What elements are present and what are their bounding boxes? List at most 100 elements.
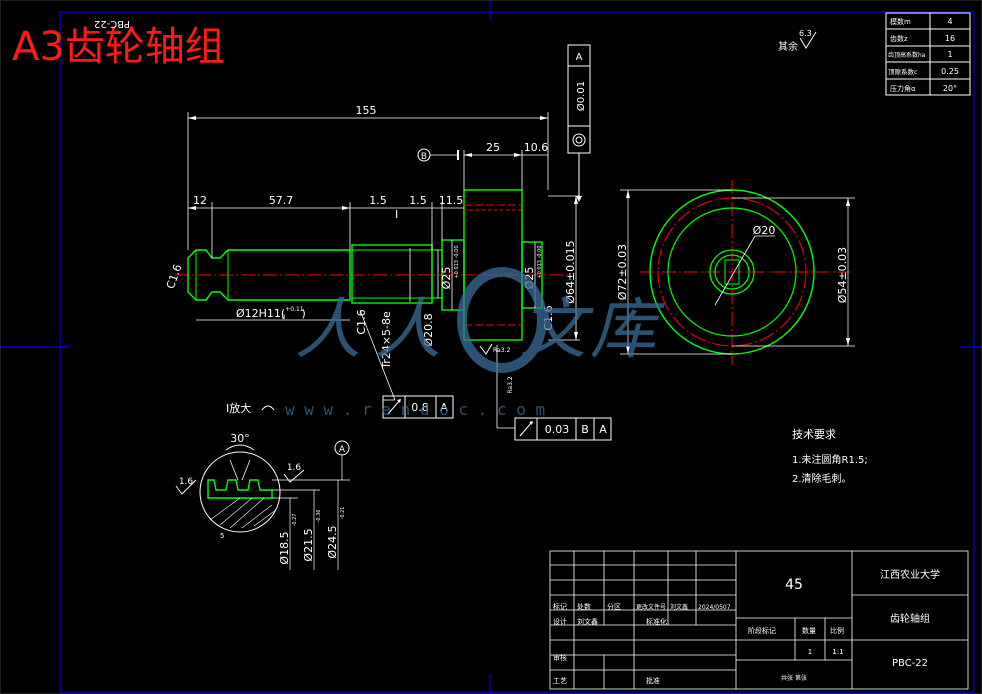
shaft-left-segment bbox=[187, 249, 351, 301]
gear-root-circle bbox=[667, 207, 797, 337]
param-value: 0.25 bbox=[941, 67, 959, 76]
dim-d72: Ø72±0.03 bbox=[616, 244, 629, 300]
dim-25: 25 bbox=[486, 141, 500, 154]
dimension-arrows bbox=[188, 116, 578, 340]
param-label: 压力角α bbox=[890, 84, 916, 93]
datum-tolerance: Ø0.01 bbox=[575, 81, 587, 111]
gdt2-datum-1: B bbox=[581, 423, 589, 436]
title-block bbox=[549, 550, 969, 690]
detail-roughness-b: 1.6 bbox=[287, 463, 302, 473]
dim-d21-5: Ø21.5 bbox=[302, 528, 315, 561]
dim-d64: Ø64±0.015 bbox=[564, 240, 577, 303]
tb-label: 分区 bbox=[607, 602, 621, 611]
watermark: 人 人 文 库 w w w . r e n d o c . c o m bbox=[285, 267, 666, 419]
detail-small-5: 5 bbox=[220, 532, 224, 540]
param-label: 齿顶高系数ha bbox=[888, 51, 926, 59]
tb-design: 设计 bbox=[553, 617, 567, 626]
surface-roughness-note: 其余 6.3 bbox=[778, 29, 817, 53]
section-label-I: I bbox=[395, 208, 398, 221]
tech-req-heading: 技术要求 bbox=[792, 428, 836, 441]
tb-approve: 批准 bbox=[646, 676, 660, 685]
drawing-title: A3齿轮轴组 bbox=[12, 24, 225, 70]
detail-outline-circle bbox=[199, 451, 281, 533]
chamfer-c1-6-left: C1.6 bbox=[164, 262, 185, 290]
material: 45 bbox=[785, 577, 803, 593]
detail-label: I放大 bbox=[226, 401, 251, 415]
gdt-frame-runout: 0.8 A bbox=[382, 395, 454, 419]
gdt1-tolerance: 0.8 bbox=[411, 401, 429, 414]
tb-quantity-label: 数量 bbox=[802, 626, 816, 635]
dim-155: 155 bbox=[356, 104, 377, 117]
technical-requirements: 技术要求 1.未注圆角R1.5; 2.清除毛刺。 bbox=[792, 428, 868, 485]
dim-d25-a: Ø25 bbox=[440, 267, 453, 290]
gdt2-tolerance: 0.03 bbox=[545, 423, 570, 436]
school-name: 江西农业大学 bbox=[880, 568, 940, 581]
dimension-lines bbox=[187, 112, 580, 429]
dim-d25-b-tol: +0.013 -0.00 bbox=[537, 245, 543, 278]
tb-stage: 阶段标记 bbox=[748, 626, 776, 635]
watermark-logo-circle bbox=[457, 267, 547, 373]
param-value: 1 bbox=[947, 50, 952, 59]
tb-designer: 刘文鑫 bbox=[577, 617, 598, 626]
part-name: 齿轮轴组 bbox=[890, 612, 930, 625]
title-block-text: 45 江西农业大学 齿轮轴组 PBC-22 标记 处数 分区 更改文件号 刘文鑫… bbox=[553, 568, 940, 685]
detail-view-I: I放大 30° 1.6 1.6 5 A Ø18.5 bbox=[175, 401, 350, 570]
shaft-inner-circle bbox=[714, 254, 750, 290]
tech-req-item: 2.清除毛刺。 bbox=[792, 472, 852, 485]
datum-a-tolerance-frame: A Ø0.01 bbox=[567, 44, 591, 202]
thread-profile bbox=[207, 479, 273, 499]
param-value: 20° bbox=[943, 84, 957, 93]
dim-d20: Ø20 bbox=[753, 224, 776, 237]
tb-standard: 标准化 bbox=[646, 617, 667, 626]
param-label: 顶隙系数c bbox=[888, 67, 918, 76]
shaft-front-view bbox=[175, 189, 570, 341]
tb-process: 工艺 bbox=[553, 677, 567, 685]
dim-1-5-b: 1.5 bbox=[409, 194, 427, 207]
dim-d18-5: Ø18.5 bbox=[278, 531, 291, 564]
roughness-ra32-b: Ra3.2 bbox=[507, 376, 514, 393]
tb-label: 2024/0507 bbox=[698, 604, 731, 611]
watermark-url: w w w . r e n d o c . c o m bbox=[285, 400, 545, 419]
detail-hatching bbox=[209, 497, 277, 529]
dim-d24-5: Ø24.5 bbox=[326, 525, 339, 558]
param-label: 模数m bbox=[890, 17, 911, 26]
tb-label: 处数 bbox=[577, 602, 591, 611]
tb-label: 更改文件号 bbox=[636, 603, 666, 611]
roughness-label: 其余 bbox=[778, 40, 798, 53]
gdt2-datum-2: A bbox=[599, 423, 607, 436]
detail-datum-a: A bbox=[339, 445, 346, 455]
param-value: 16 bbox=[945, 34, 955, 43]
gear-parameter-table: 模数m 4 齿数z 16 齿顶高系数ha 1 顶隙系数c 0.25 压力角α 2… bbox=[885, 12, 971, 96]
datum-b-letter: B bbox=[421, 152, 427, 162]
watermark-char: 人 bbox=[295, 291, 361, 368]
tb-scale-label: 比例 bbox=[830, 626, 844, 635]
watermark-char: 人 bbox=[375, 291, 441, 368]
tb-label: 标记 bbox=[553, 602, 567, 611]
dim-d54: Ø54±0.03 bbox=[836, 247, 849, 303]
drawing-number: PBC-22 bbox=[892, 658, 928, 669]
keyway bbox=[724, 259, 740, 285]
thread-spec: Tr24×5-8e bbox=[380, 311, 393, 370]
datum-letter: A bbox=[576, 52, 583, 63]
gdt-frame-runout-2: 0.03 B A bbox=[514, 417, 612, 441]
roughness-ra32-a: Ra3.2 bbox=[493, 347, 510, 354]
tech-req-item: 1.未注圆角R1.5; bbox=[792, 453, 868, 466]
thread-angle: 30° bbox=[230, 432, 250, 445]
dim-d25-a-tol: +0.013 -0.00 bbox=[454, 245, 460, 278]
dim-57-7: 57.7 bbox=[269, 194, 294, 207]
param-value: 4 bbox=[947, 17, 952, 26]
dim-11-5: 11.5 bbox=[439, 194, 464, 207]
watermark-char: 库 bbox=[590, 291, 666, 368]
param-label: 齿数z bbox=[890, 34, 908, 43]
gear-body-section bbox=[463, 189, 523, 341]
shaft-outer-circle bbox=[709, 249, 755, 295]
corner-code: PBC-22 bbox=[94, 18, 130, 29]
dim-d20-8: Ø20.8 bbox=[422, 313, 435, 346]
dim-d24-5-tol: -0.21 bbox=[340, 507, 346, 520]
gdt1-datum: A bbox=[440, 401, 448, 414]
tb-quantity: 1 bbox=[808, 648, 812, 656]
dim-d21-5-tol: -0.36 bbox=[316, 510, 322, 523]
dim-d18-5-tol: -0.27 bbox=[292, 514, 298, 527]
drawing-frame bbox=[59, 11, 975, 693]
